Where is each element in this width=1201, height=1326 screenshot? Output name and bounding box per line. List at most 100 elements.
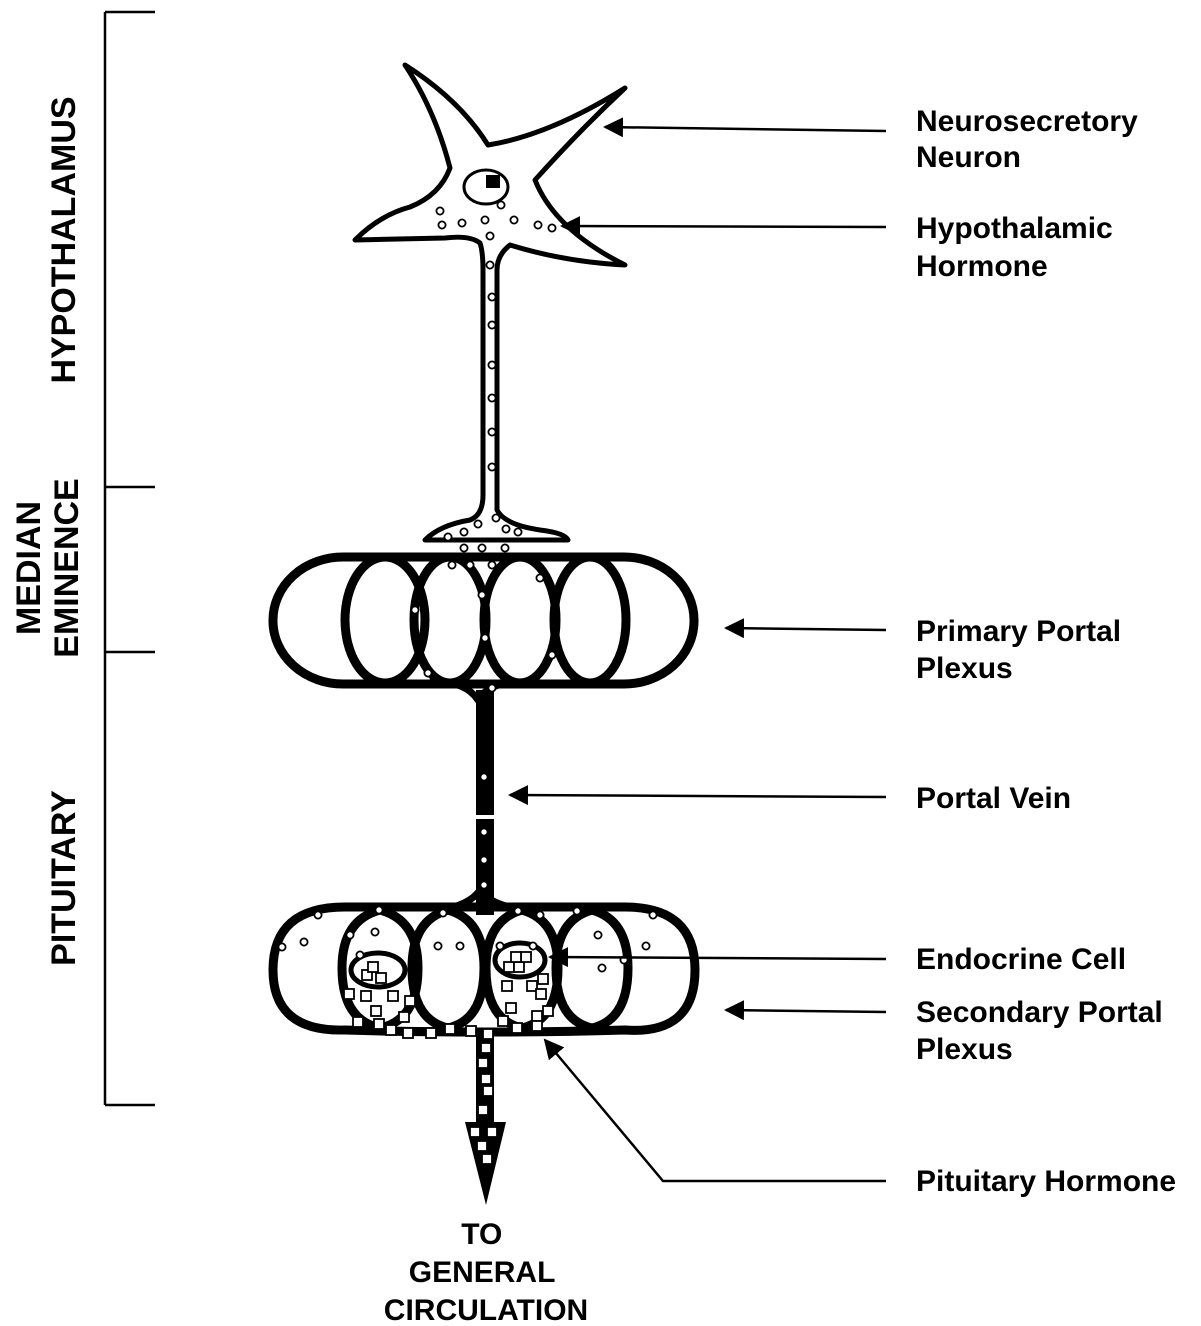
hypothalamic-hormone-particle — [510, 216, 517, 223]
hypothalamic-hormone-particles — [278, 201, 656, 971]
hypothalamic-hormone-particle — [536, 911, 543, 918]
pituitary-hormone-particle — [374, 1019, 384, 1029]
pituitary-hormone-particle — [502, 981, 512, 991]
hypothalamic-hormone-particle — [480, 773, 487, 780]
hypothalamic-hormone-particle — [480, 828, 487, 835]
hypothalamic-hormone-particle — [466, 561, 473, 568]
hypothalamic-hormone-particle — [486, 261, 493, 268]
pituitary-hormone-particle — [478, 1058, 488, 1068]
hypothalamic-hormone-particle — [314, 911, 321, 918]
hypothalamic-hormone-particle — [534, 221, 541, 228]
hypothalamic-hormone-particle — [488, 463, 495, 470]
nucleolus — [486, 175, 500, 188]
label-line: Portal Vein — [916, 782, 1071, 815]
label-hypothalamic-hormone: Hypothalamic Hormone — [916, 212, 1121, 283]
hypothalamic-hormone-particle — [456, 942, 463, 949]
pituitary-hormone-particle — [532, 1021, 542, 1031]
pituitary-hormone-particle — [405, 996, 415, 1006]
hypothalamic-hormone-particle — [488, 394, 495, 401]
hypothalamic-hormone-particle — [488, 561, 495, 568]
label-line: Endocrine Cell — [916, 943, 1126, 976]
hypothalamic-hormone-particle — [411, 606, 418, 613]
region-bracket — [105, 12, 155, 1105]
pituitary-hormone-particle — [532, 1011, 542, 1021]
hypothalamic-hormone-particle — [439, 909, 446, 916]
label-line: Primary Portal — [916, 615, 1121, 648]
hypothalamic-hormone-particle — [480, 881, 487, 888]
hypothalamic-hormone-particle — [488, 293, 495, 300]
label-line: Plexus — [916, 1033, 1013, 1066]
pituitary-hormone-particle — [511, 952, 521, 962]
primary-portal-plexus — [273, 557, 694, 700]
label-line: Neuron — [916, 141, 1021, 174]
pointer-arrow-secondary-portal-plexus — [726, 1010, 886, 1012]
region-label-median-line2: EMINENCE — [48, 478, 86, 657]
secondary-portal-plexus — [273, 890, 695, 1032]
pointer-arrow-primary-portal-plexus — [726, 628, 886, 630]
outflow-label: TO GENERAL CIRCULATION — [384, 1218, 588, 1326]
pituitary-hormone-particle — [482, 1154, 492, 1164]
pituitary-hormone-particle — [477, 1141, 487, 1151]
pituitary-hormone-particles — [344, 952, 553, 1164]
pituitary-hormone-particle — [466, 1026, 476, 1036]
region-label-pituitary: PITUITARY — [45, 790, 83, 966]
pituitary-hormone-particle — [538, 974, 548, 984]
pituitary-hormone-particle — [403, 1028, 413, 1038]
pituitary-hormone-particle — [543, 1006, 553, 1016]
outflow-label-line: GENERAL — [409, 1256, 555, 1289]
pointer-arrow-neurosecretory-neuron — [605, 127, 886, 131]
pituitary-hormone-particle — [521, 952, 531, 962]
hypothalamic-hormone-particle — [424, 669, 431, 676]
hypothalamic-hormone-particle — [488, 321, 495, 328]
pituitary-hormone-particle — [483, 1086, 493, 1096]
hypothalamic-hormone-particle — [448, 561, 455, 568]
hypothalamic-hormone-particle — [536, 574, 543, 581]
pituitary-hormone-particle — [536, 989, 546, 999]
hypothalamic-hormone-particle — [460, 528, 467, 535]
pituitary-hormone-particle — [504, 962, 514, 972]
pituitary-hormone-particle — [478, 1105, 488, 1115]
hypothalamic-hormone-particle — [642, 942, 649, 949]
hypothalamic-hormone-particle — [649, 911, 656, 918]
hypothalamic-hormone-particle — [488, 361, 495, 368]
label-portal-vein: Portal Vein — [916, 782, 1071, 815]
primary-plexus-inner-loop — [554, 557, 626, 683]
label-endocrine-cell: Endocrine Cell — [916, 943, 1126, 976]
pituitary-hormone-particle — [361, 991, 371, 1001]
hypothalamic-hormone-particle — [375, 906, 382, 913]
hypothalamic-hormone-particle — [488, 428, 495, 435]
hypothalamic-hormone-particle — [548, 651, 555, 658]
hypothalamic-hormone-particle — [514, 528, 521, 535]
pituitary-hormone-particle — [426, 1028, 436, 1038]
hypothalamic-hormone-particle — [501, 544, 508, 551]
hypothalamic-hormone-particle — [346, 931, 353, 938]
hypothalamic-hormone-particle — [300, 938, 307, 945]
outflow-label-line: CIRCULATION — [384, 1294, 588, 1326]
hypothalamic-hormone-particle — [486, 232, 493, 239]
pituitary-hormone-particle — [506, 1003, 516, 1013]
hypothalamic-hormone-particle — [496, 942, 503, 949]
hypothalamic-hormone-particle — [480, 856, 487, 863]
hypothalamic-hormone-particle — [594, 931, 601, 938]
pointer-arrow-endocrine-cell — [550, 957, 886, 959]
pituitary-hormone-particle — [514, 962, 524, 972]
region-label-median-line1: MEDIAN — [10, 501, 48, 635]
region-label-hypothalamus: HYPOTHALAMUS — [45, 96, 83, 383]
hypothalamic-hormone-particle — [438, 221, 445, 228]
portal-vein-break — [474, 815, 496, 819]
hypothalamic-hormone-particle — [502, 525, 509, 532]
pituitary-hormone-particle — [498, 1016, 508, 1026]
pituitary-hormone-particle — [371, 1006, 381, 1016]
hypothalamic-hormone-particle — [478, 544, 485, 551]
pituitary-hormone-particle — [481, 1043, 491, 1053]
pituitary-hormone-particle — [483, 1029, 493, 1039]
hypothalamic-hormone-particle — [458, 219, 465, 226]
hypothalamic-hormone-particle — [434, 942, 441, 949]
outflow-label-line: TO — [461, 1218, 502, 1251]
label-line: Hormone — [916, 250, 1048, 283]
label-line: Pituitary Hormone — [916, 1165, 1176, 1198]
hypothalamic-hormone-particle — [444, 533, 451, 540]
label-secondary-portal-plexus: Secondary Portal Plexus — [916, 996, 1171, 1066]
hypothalamic-hormone-particle — [548, 224, 555, 231]
pituitary-hormone-particle — [388, 991, 398, 1001]
